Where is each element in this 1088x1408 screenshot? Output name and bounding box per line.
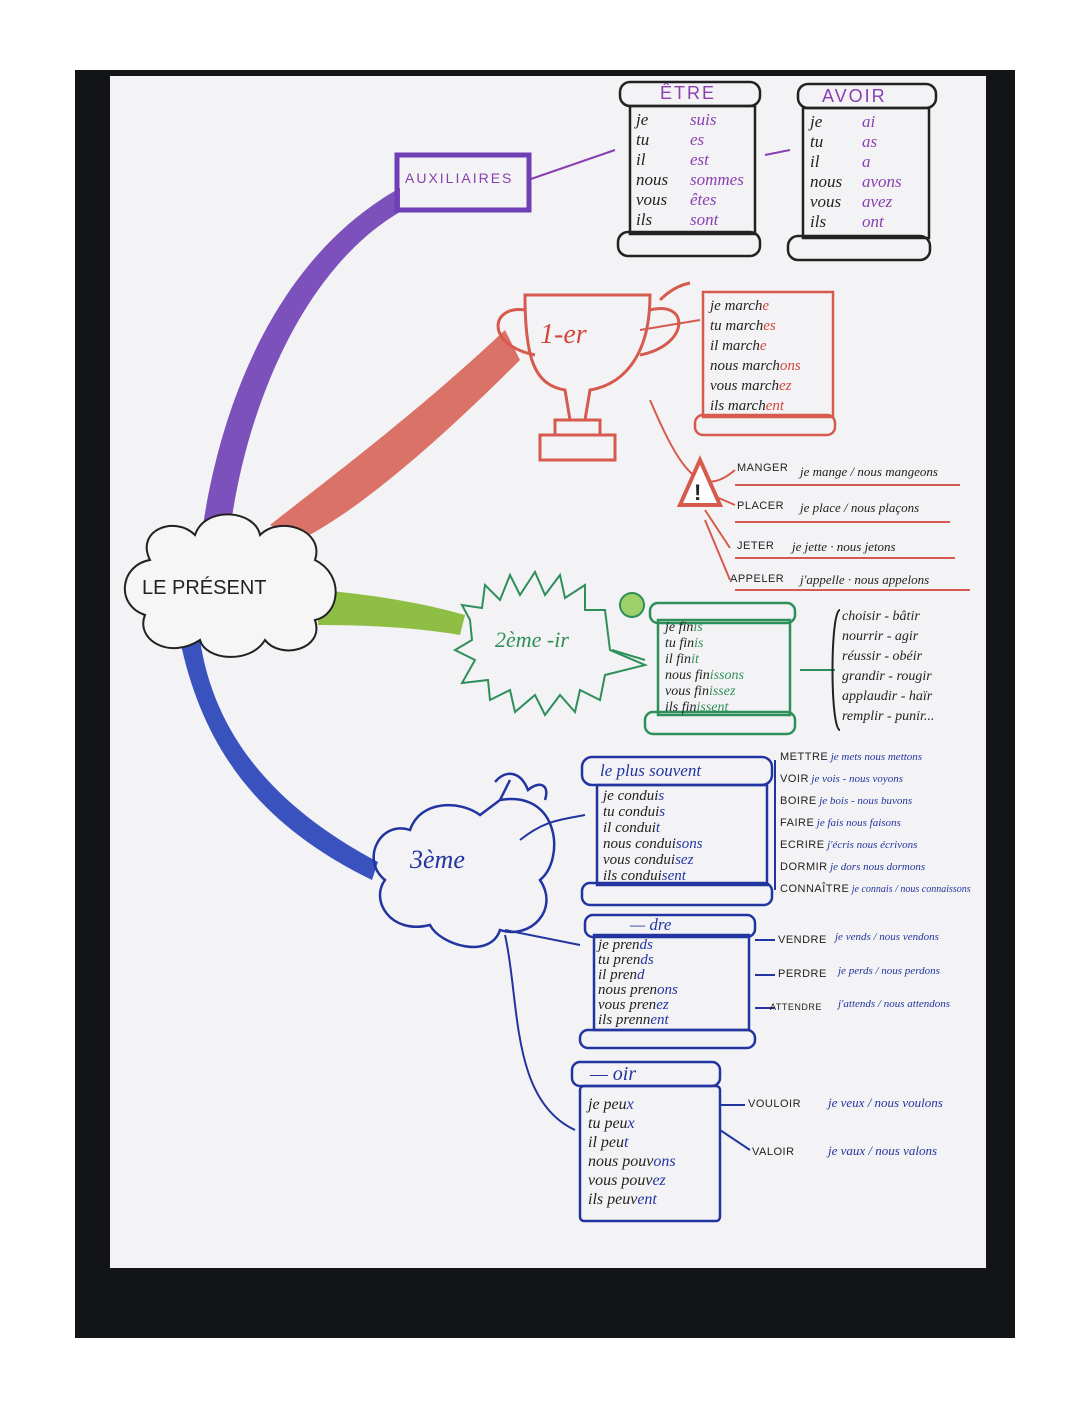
scroll-premier (693, 290, 837, 437)
exception-forms: j'appelle · nous appelons (800, 572, 930, 587)
deuxieme-conjugation: je finis tu finis il finit nous finisson… (665, 620, 744, 715)
premier-conjugation: je marche tu marches il marche nous marc… (710, 298, 801, 414)
scroll-deuxieme (643, 601, 797, 736)
dre-conjugation: je prends tu prends il prend nous prenon… (598, 937, 678, 1028)
exception-forms: je place / nous plaçons (800, 500, 920, 515)
scroll-avoir (786, 82, 938, 262)
trophy-icon (496, 281, 691, 462)
souvent-title: le plus souvent (600, 761, 702, 780)
auxiliaires-label: AUXILIAIRES (405, 170, 514, 186)
oir-verb: VOULOIR (748, 1098, 802, 1110)
oir-forms: je veux / nous voulons (828, 1095, 943, 1110)
exception-verb: PLACER (737, 500, 785, 512)
poster-paper (110, 76, 986, 1268)
hedgehog-icon (452, 569, 649, 717)
oir-conjugation: je peux tu peux il peut nous pouvons vou… (588, 1096, 676, 1208)
exception-verb: APPELER (730, 573, 785, 585)
exception-verb: JETER (737, 540, 775, 552)
dre-forms: j'attends / nous attendons (838, 998, 951, 1010)
dre-verb: ATTENDRE (770, 1002, 822, 1012)
branch-troisieme (180, 640, 378, 880)
center-label: LE PRÉSENT (142, 577, 267, 599)
oir-forms: je vaux / nous valons (828, 1143, 938, 1158)
scroll-souvent (580, 755, 774, 907)
souvent-verb-list: METTRE je mets nous mettons VOIR je vois… (780, 751, 971, 895)
branch-premier (270, 330, 520, 540)
sack-icon (372, 772, 556, 949)
dre-title: — dre (630, 915, 672, 934)
premier-label: 1-er (540, 319, 587, 350)
warning-icon (676, 455, 724, 507)
avoir-title: AVOIR (822, 86, 887, 106)
dre-verb: PERDRE (778, 968, 827, 980)
dre-verb: VENDRE (778, 934, 827, 946)
branch-deuxieme (318, 590, 465, 635)
oir-verb: VALOIR (752, 1146, 795, 1158)
exception-forms: je mange / nous mangeons (800, 464, 938, 479)
dre-forms: je perds / nous perdons (838, 965, 940, 977)
etre-title: ÊTRE (660, 83, 717, 103)
scroll-oir (570, 1060, 722, 1223)
dre-forms: je vends / nous vendons (835, 931, 939, 943)
exception-verb: MANGER (737, 462, 789, 474)
oir-title: — oir (590, 1063, 637, 1085)
exception-forms: je jette · nous jetons (792, 539, 896, 554)
scroll-etre (616, 80, 762, 258)
souvent-conjugation: je conduis tu conduis il conduit nous co… (603, 788, 703, 884)
deuxieme-label: 2ème -ir (495, 627, 569, 652)
scroll-dre (578, 913, 757, 1050)
center-cloud (123, 513, 337, 658)
svg-text:!: ! (694, 480, 701, 505)
troisieme-label: 3ème (410, 845, 465, 874)
branch-auxiliaires (200, 188, 400, 550)
